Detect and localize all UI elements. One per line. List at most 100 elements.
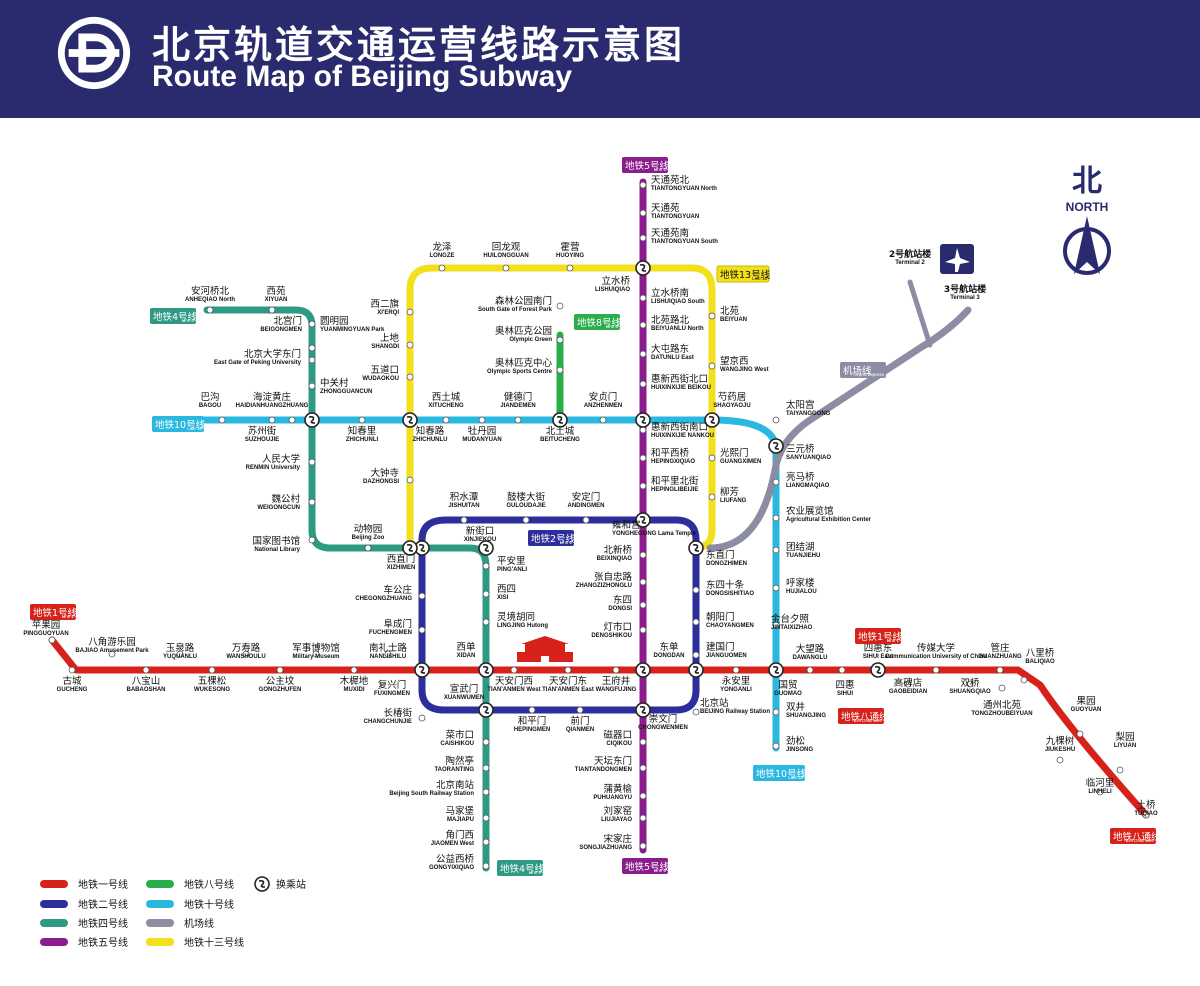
station-name-en: XITUCHENG	[428, 403, 464, 409]
station-name-cn: 五道口	[370, 364, 399, 376]
terminal2-label-cn: 2号航站楼	[889, 248, 931, 260]
station-dot	[772, 742, 780, 750]
station-name-en: JINTAIXIZHAO	[771, 625, 813, 631]
station-dot	[438, 264, 446, 272]
station-name-en: Beijing South Railway Station	[389, 791, 474, 797]
station-name-cn: 大钟寺	[370, 467, 399, 479]
station-name-cn: 天通苑	[651, 202, 680, 214]
station-name-en: XIYUAN	[265, 297, 288, 303]
station-name-en: HUIXINXIJIE BEIKOU	[651, 385, 711, 391]
station-name-en: BEIGONGMEN	[260, 327, 302, 333]
station-name-cn: 柳芳	[720, 486, 739, 498]
station-name-en: HEPINGMEN	[514, 727, 550, 733]
legend-label: 地铁十三号线	[184, 936, 244, 949]
station-name-en: GONGZHUFEN	[259, 687, 302, 693]
station-dot	[48, 636, 56, 644]
station-name-cn: 西直门	[387, 553, 416, 565]
line-tag-cn: 机场线	[843, 365, 872, 377]
station-name-cn: 永安里	[722, 675, 751, 687]
legend-swatch	[40, 919, 68, 927]
station-dot	[308, 344, 316, 352]
station-dot	[442, 416, 450, 424]
station-name-en: HEPINGXIQIAO	[651, 459, 695, 465]
station-dot	[639, 234, 647, 242]
station-name-cn: 呼家楼	[786, 577, 815, 589]
station-name-en: XISI	[497, 595, 509, 601]
legend-label: 地铁八号线	[184, 878, 234, 891]
station-name-en: RENMIN University	[246, 465, 301, 471]
station-dot	[482, 618, 490, 626]
line-tag-sub: Line 8	[606, 324, 619, 329]
station-name-en: LIYUAN	[1114, 743, 1136, 749]
station-name-en: CHANGCHUNJIE	[364, 719, 412, 725]
station-name-en: SIHUI	[837, 691, 853, 697]
station-name-cn: 东四	[613, 594, 632, 606]
compass-label-cn: 北	[1072, 164, 1102, 199]
station-name-en: WEIGONGCUN	[257, 505, 300, 511]
station-dot	[639, 209, 647, 217]
legend-item: 地铁十号线	[146, 898, 234, 911]
station-name-cn: 四惠东	[864, 642, 893, 654]
station-name-en: ANZHENMEN	[584, 403, 622, 409]
station-dot	[268, 416, 276, 424]
station-name-cn: 传媒大学	[917, 642, 955, 654]
station-name-en: BEITUCHENG	[540, 437, 580, 443]
station-name-en: HUJIALOU	[786, 589, 817, 595]
station-name-en: LISHUIQIAO	[595, 287, 630, 293]
station-name-cn: 东直门	[706, 549, 735, 561]
interchange-icon	[478, 662, 494, 678]
station-name-cn: 雍和宫	[612, 519, 641, 531]
station-name-en: TIANTONGYUAN North	[651, 186, 717, 192]
interchange-icon	[414, 662, 430, 678]
legend-item: 地铁五号线	[40, 936, 128, 949]
line-tag-cn: 地铁八通线	[841, 711, 889, 723]
legend: 地铁一号线地铁二号线地铁四号线地铁五号线地铁八号线地铁十号线机场线地铁十三号线换…	[40, 876, 306, 949]
legend-item: 机场线	[146, 917, 214, 930]
station-name-en: DAZHONGSI	[363, 479, 399, 485]
station-dot	[639, 626, 647, 634]
station-dot	[522, 516, 530, 524]
station-dot	[308, 458, 316, 466]
station-name-cn: 临河里	[1086, 777, 1115, 789]
station-name-cn: 奥林匹克公园	[495, 325, 552, 337]
station-dot	[599, 416, 607, 424]
station-name-cn: 宣武门	[450, 683, 479, 695]
interchange-icon	[635, 260, 651, 276]
station-name-en: LIANGMAQIAO	[786, 483, 830, 489]
line-tag-sub: Line 4	[182, 318, 195, 323]
station-name-cn: 中关村	[320, 377, 349, 389]
station-dot	[502, 264, 510, 272]
interchange-icon	[402, 412, 418, 428]
station-name-en: Olympic Sports Centre	[487, 369, 553, 375]
beijing-subway-logo	[57, 16, 131, 90]
terminal3-label-cn: 3号航站楼	[944, 283, 986, 295]
station-name-cn: 立水桥南	[651, 287, 689, 299]
station-name-cn: 海淀黄庄	[253, 391, 292, 403]
station-name-cn: 动物园	[354, 523, 383, 535]
station-dot	[639, 738, 647, 746]
line-tag-sub: BATONG Line	[854, 718, 883, 723]
station-dot	[692, 586, 700, 594]
